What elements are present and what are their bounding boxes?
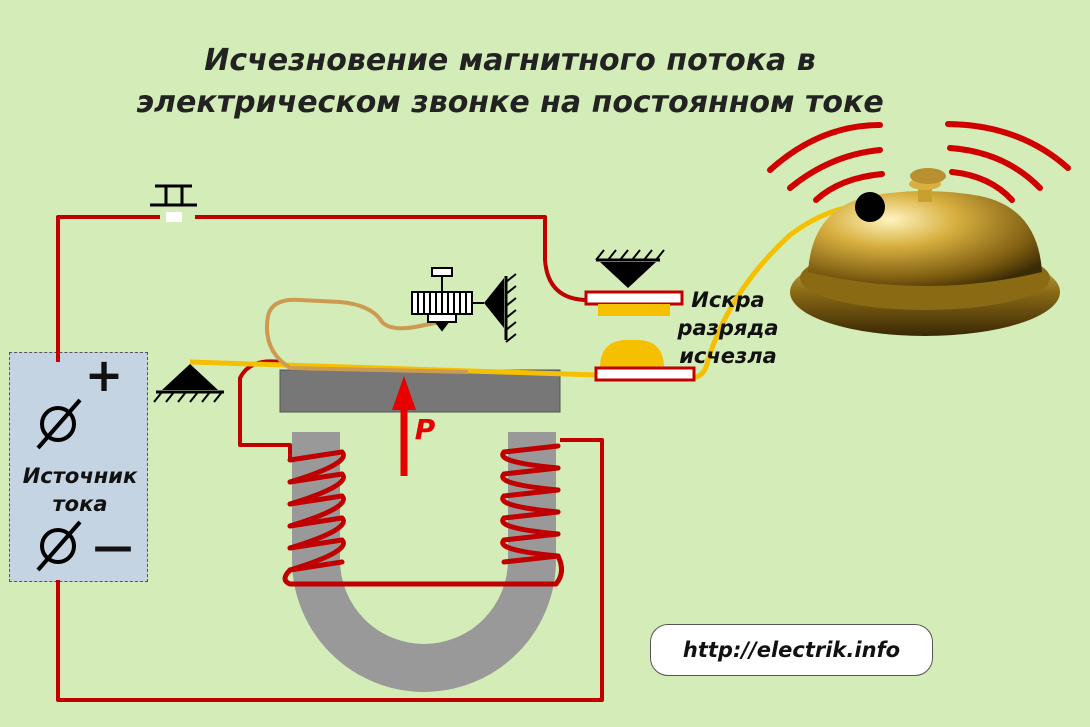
spark-label-line-2: разряда	[677, 316, 779, 340]
url-link[interactable]: http://electrik.info	[650, 624, 933, 676]
adjusting-screw	[411, 267, 484, 332]
upper-contact-plate	[584, 290, 684, 306]
bell-icon	[790, 168, 1060, 336]
contact-strip	[189, 202, 871, 381]
title-line-1: Исчезновение магнитного потока в	[204, 43, 816, 78]
page-title: Исчезновение магнитного потока в электри…	[60, 40, 960, 124]
contact-mount-top	[595, 249, 665, 288]
source-label-line-1: Источник	[22, 464, 138, 488]
spark-label: Искра разряда исчезла	[672, 286, 784, 370]
lower-contact-dome	[600, 339, 664, 368]
source-label: Источник тока	[12, 462, 148, 518]
lower-contact-plate	[594, 366, 696, 382]
title-line-2: электрическом звонке на постоянном токе	[136, 85, 884, 120]
force-arrow	[392, 376, 416, 476]
right-coil	[500, 443, 564, 587]
current-source-box	[9, 352, 148, 582]
force-label: P	[414, 413, 436, 446]
push-button-switch	[150, 184, 197, 222]
electromagnet-core	[292, 432, 556, 692]
left-coil	[282, 449, 559, 587]
minus-sign: —	[93, 524, 133, 570]
pivot-support-left	[153, 364, 224, 403]
source-label-line-2: тока	[52, 492, 108, 516]
battery-terminal-negative	[36, 520, 82, 572]
spring-arm	[265, 297, 469, 374]
battery-terminal-positive	[36, 398, 82, 450]
upper-contact-pad	[598, 304, 670, 316]
circuit-wires	[56, 215, 604, 702]
screw-wall-mount	[484, 273, 517, 343]
armature-bar	[279, 369, 561, 413]
spark-label-line-3: исчезла	[679, 344, 777, 368]
sound-waves	[767, 121, 1071, 203]
spark-label-line-1: Искра	[691, 288, 765, 312]
plus-sign: +	[84, 348, 124, 402]
